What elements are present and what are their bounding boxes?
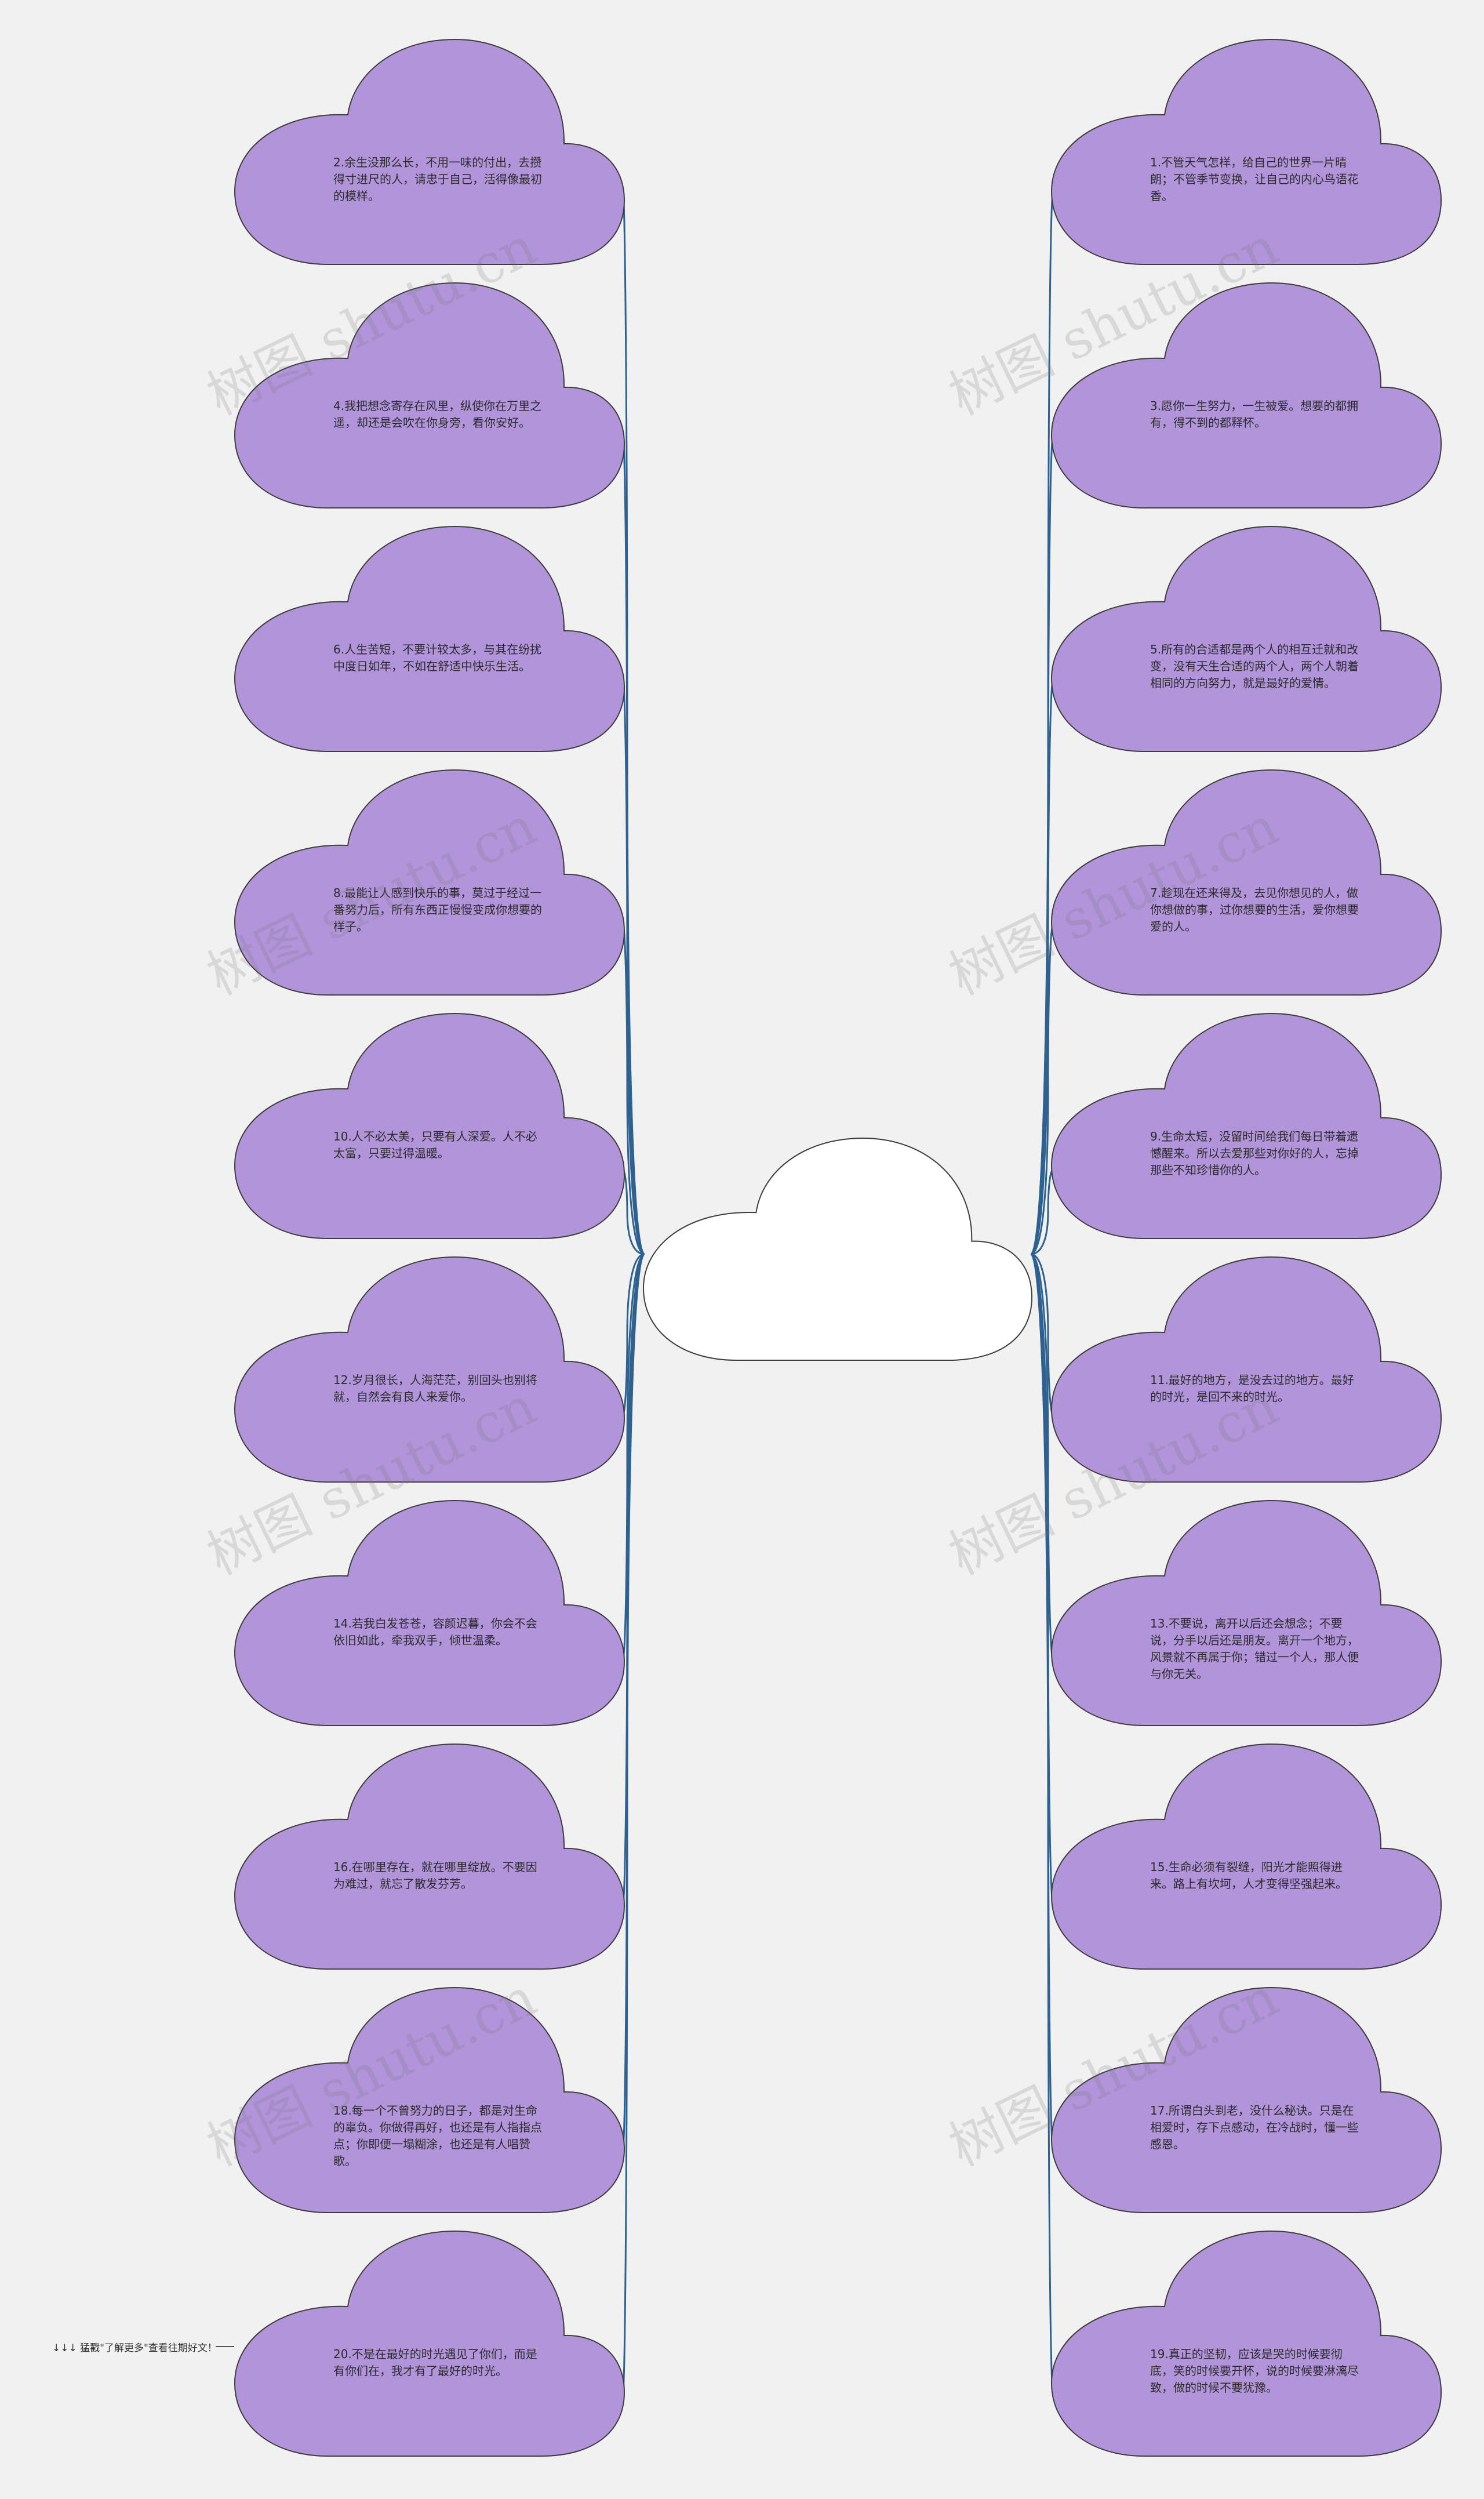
right-connector-4 bbox=[1030, 925, 1054, 1255]
right-connector-6 bbox=[1030, 1253, 1054, 1415]
left-topic-text-1[interactable]: 2.余生没那么长，不用一味的付出，去攒得寸进尺的人，请忠于自己，活得像最初的模样… bbox=[333, 155, 542, 203]
left-topic-text-8[interactable]: 16.在哪里存在，就在哪里绽放。不要因为难过，就忘了散发芬芳。 bbox=[333, 1860, 537, 1891]
left-topic-cloud-9[interactable] bbox=[234, 1986, 625, 2213]
right-topic-text-6[interactable]: 11.最好的地方，是没去过的地方。最好的时光，是回不来的时光。 bbox=[1150, 1373, 1354, 1404]
left-connector-3 bbox=[622, 682, 645, 1255]
right-topic-cloud-2[interactable] bbox=[1050, 282, 1442, 508]
left-topic-text-7[interactable]: 14.若我白发苍苍，容颜迟暮，你会不会依旧如此，牵我双手，倾世温柔。 bbox=[333, 1617, 537, 1647]
left-topic-cloud-10[interactable] bbox=[234, 2230, 625, 2457]
right-connector-7 bbox=[1030, 1253, 1054, 1658]
right-connector-5 bbox=[1030, 1169, 1054, 1255]
left-topic-text-4[interactable]: 8.最能让人感到快乐的事，莫过于经过一番努力后，所有东西正慢慢变成你想要的样子。 bbox=[333, 886, 542, 934]
left-topic-cloud-3[interactable] bbox=[234, 525, 625, 752]
right-connector-10 bbox=[1030, 1253, 1054, 2389]
left-topic-text-6[interactable]: 12.岁月很长，人海茫茫，别回头也别将就，自然会有良人来爱你。 bbox=[333, 1373, 537, 1404]
left-topic-text-10[interactable]: 20.不是在最好的时光遇见了你们，而是有你们在，我才有了最好的时光。 bbox=[333, 2347, 537, 2378]
right-topic-text-8[interactable]: 15.生命必须有裂缝，阳光才能照得进来。路上有坎坷，人才变得坚强起来。 bbox=[1150, 1860, 1347, 1891]
left-topic-text-5[interactable]: 10.人不必太美，只要有人深爱。人不必太富，只要过得温暖。 bbox=[333, 1129, 537, 1160]
center-topic-text[interactable]: 朋友圈唯美走心的短句子【朋友圈发句子超级唯美走心的句子】 bbox=[733, 1241, 937, 1303]
right-connector-3 bbox=[1030, 682, 1054, 1255]
right-topic-text-7[interactable]: 13.不要说，离开以后还会想念；不要说，分手以后还是朋友。离开一个地方，风景就不… bbox=[1150, 1617, 1359, 1681]
left-topic-cloud-1[interactable] bbox=[234, 38, 625, 265]
right-topic-text-9[interactable]: 17.所谓白头到老，没什么秘诀。只是在相爱时，存下点感动，在冷战时，懂一些感恩。 bbox=[1150, 2104, 1359, 2151]
right-topic-cloud-4[interactable] bbox=[1050, 769, 1442, 996]
right-topic-cloud-7[interactable] bbox=[1050, 1499, 1442, 1726]
right-topic-text-10[interactable]: 19.真正的坚韧，应该是哭的时候要彻底，笑的时候要开怀，说的时候要淋漓尽致，做的… bbox=[1150, 2347, 1359, 2395]
footer-connector bbox=[216, 2346, 234, 2347]
left-topic-cloud-8[interactable] bbox=[234, 1743, 625, 1970]
right-topic-text-4[interactable]: 7.趁现在还来得及，去见你想见的人，做你想做的事，过你想要的生活，爱你想要爱的人… bbox=[1150, 886, 1359, 934]
left-connector-10 bbox=[622, 1253, 645, 2389]
left-connector-6 bbox=[622, 1253, 645, 1415]
left-topic-cloud-4[interactable] bbox=[234, 769, 625, 996]
left-topic-cloud-6[interactable] bbox=[234, 1256, 625, 1483]
left-topic-cloud-5[interactable] bbox=[234, 1012, 625, 1239]
left-topic-cloud-7[interactable] bbox=[234, 1499, 625, 1726]
center-topic-cloud[interactable] bbox=[642, 1137, 1033, 1361]
left-topic-text-3[interactable]: 6.人生苦短，不要计较太多，与其在纷扰中度日如年，不如在舒适中快乐生活。 bbox=[333, 642, 542, 673]
right-topic-text-3[interactable]: 5.所有的合适都是两个人的相互迁就和改变，没有天生合适的两个人，两个人朝着相同的… bbox=[1150, 642, 1359, 690]
right-topic-cloud-10[interactable] bbox=[1050, 2230, 1442, 2457]
right-topic-cloud-8[interactable] bbox=[1050, 1743, 1442, 1970]
left-topic-text-2[interactable]: 4.我把想念寄存在风里，纵使你在万里之遥，却还是会吹在你身旁，看你安好。 bbox=[333, 399, 542, 430]
left-topic-cloud-2[interactable] bbox=[234, 282, 625, 508]
left-topic-text-9[interactable]: 18.每一个不曾努力的日子，都是对生命的辜负。你做得再好，也还是有人指指点点；你… bbox=[333, 2104, 542, 2168]
right-topic-cloud-3[interactable] bbox=[1050, 525, 1442, 752]
right-topic-text-1[interactable]: 1.不管天气怎样，给自己的世界一片晴朗；不管季节变换，让自己的内心鸟语花香。 bbox=[1150, 155, 1359, 203]
right-topic-text-2[interactable]: 3.愿你一生努力，一生被爱。想要的都拥有，得不到的都释怀。 bbox=[1150, 399, 1359, 430]
right-topic-cloud-6[interactable] bbox=[1050, 1256, 1442, 1483]
right-topic-cloud-9[interactable] bbox=[1050, 1986, 1442, 2213]
right-topic-cloud-5[interactable] bbox=[1050, 1012, 1442, 1239]
right-topic-cloud-1[interactable] bbox=[1050, 38, 1442, 265]
left-connector-7 bbox=[622, 1253, 645, 1658]
footer-note: ↓↓↓ 猛戳"了解更多"查看往期好文！ bbox=[52, 2342, 217, 2354]
left-connector-4 bbox=[622, 925, 645, 1255]
right-topic-text-5[interactable]: 9.生命太短，没留时间给我们每日带着遗憾醒来。所以去爱那些对你好的人，忘掉那些不… bbox=[1150, 1129, 1359, 1177]
